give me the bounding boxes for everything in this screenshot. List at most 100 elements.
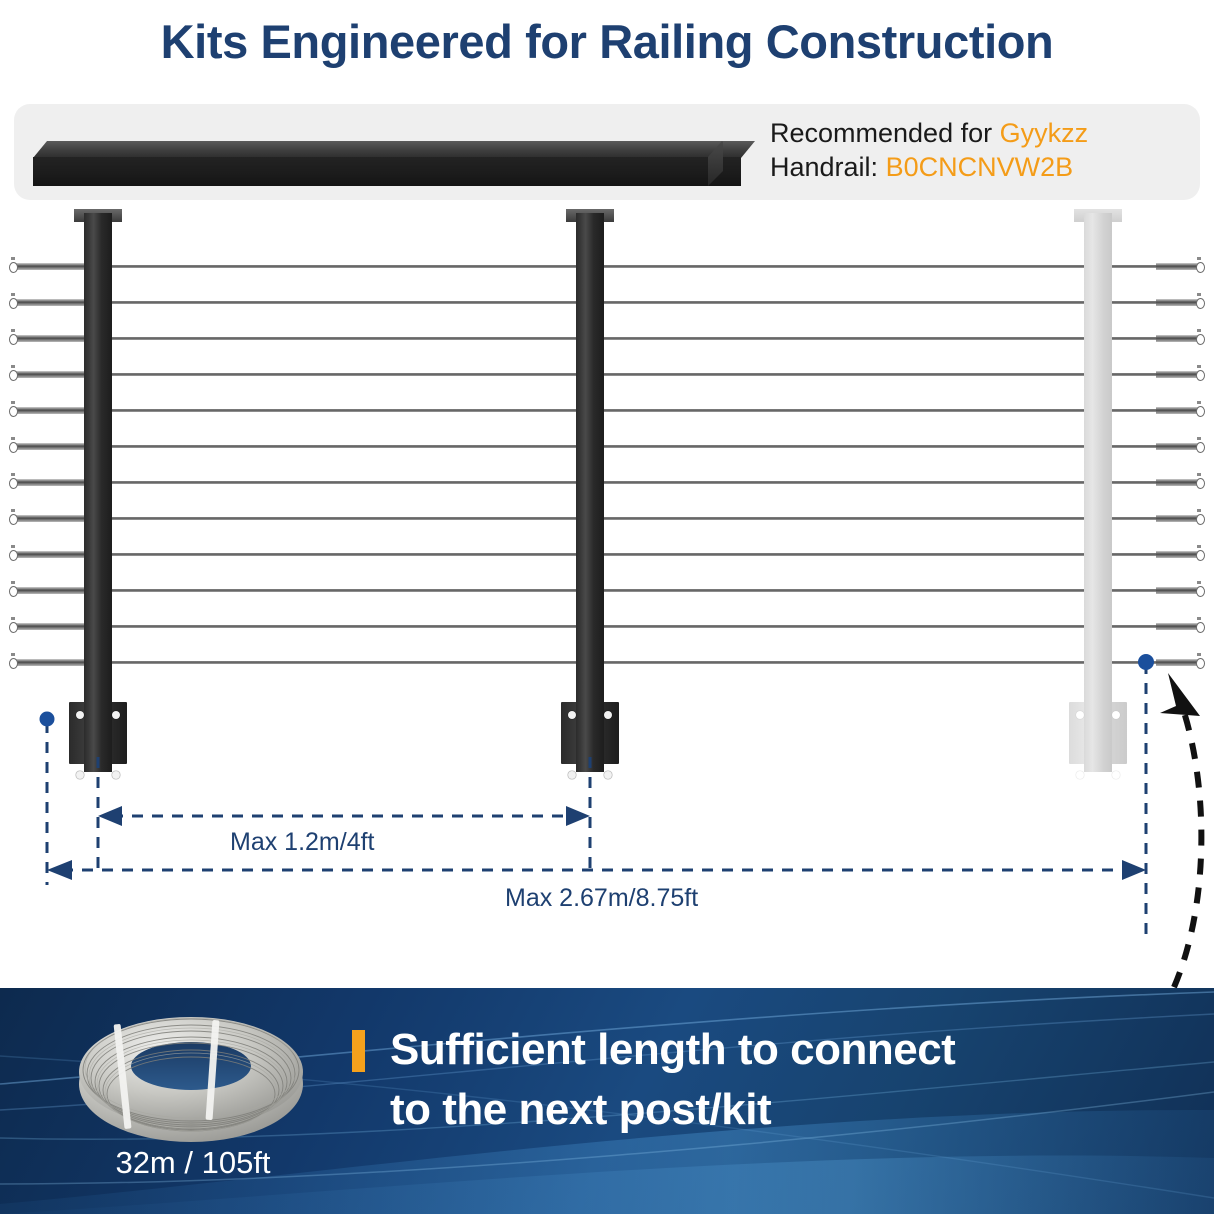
cable-terminal-eye-left <box>9 442 18 453</box>
base-plate-bolt <box>1112 771 1120 779</box>
cable-terminal-right <box>1156 407 1198 414</box>
base-plate-bolt <box>112 771 120 779</box>
cable-coil-image <box>79 1017 303 1142</box>
cable-terminal-right <box>1156 479 1198 486</box>
cable-terminal-stud-left <box>11 509 15 512</box>
banner-headline: Sufficient length to connect to the next… <box>390 1020 1150 1140</box>
cable-terminal-stud-right <box>1197 653 1201 656</box>
base-plate-bolt <box>76 711 84 719</box>
cable-line <box>10 445 1200 448</box>
cable-terminal-eye-left <box>9 406 18 417</box>
cable-line <box>10 409 1200 412</box>
cable-terminal-stud-left <box>11 437 15 440</box>
cable-terminal-eye-left <box>9 370 18 381</box>
cable-line <box>10 661 1200 664</box>
cable-terminal-eye-right <box>1196 550 1205 561</box>
cable-terminal-stud-left <box>11 401 15 404</box>
cable-terminal-stud-left <box>11 545 15 548</box>
cable-line <box>10 301 1200 304</box>
cable-terminal-stud-right <box>1197 473 1201 476</box>
base-plate-bolt <box>112 711 120 719</box>
cable-terminal-right <box>1156 263 1198 270</box>
cable-line <box>10 517 1200 520</box>
post-shaft <box>1084 213 1112 705</box>
cable-terminal-eye-left <box>9 622 18 633</box>
recommendation-text: Recommended for Gyykzz Handrail: B0CNCNV… <box>770 116 1180 184</box>
banner-headline-line-1: Sufficient length to connect <box>390 1025 956 1074</box>
cable-terminal-eye-left <box>9 298 18 309</box>
cable-terminal-eye-right <box>1196 658 1205 669</box>
cable-line <box>10 265 1200 268</box>
cable-terminal-left <box>14 515 98 522</box>
arrow-right-spacing <box>566 806 590 826</box>
cable-terminal-left <box>14 299 98 306</box>
post-base-stub <box>1084 702 1112 772</box>
cable-terminal-eye-right <box>1196 298 1205 309</box>
cable-terminal-right <box>1156 515 1198 522</box>
cable-line <box>10 589 1200 592</box>
cable-terminal-eye-right <box>1196 478 1205 489</box>
cable-terminal-left <box>14 263 98 270</box>
cable-terminal-stud-right <box>1197 509 1201 512</box>
cable-terminal-eye-right <box>1196 262 1205 273</box>
recommendation-prefix: Recommended for <box>770 118 1000 148</box>
post-base-stub <box>576 702 604 772</box>
dimension-origin-dot <box>39 711 55 727</box>
cable-terminal-right <box>1156 659 1198 666</box>
cable-terminal-eye-right <box>1196 622 1205 633</box>
cable-terminal-right <box>1156 371 1198 378</box>
callout-curve <box>1158 698 1205 1015</box>
cable-terminal-stud-left <box>11 365 15 368</box>
cable-terminal-stud-left <box>11 653 15 656</box>
cable-terminal-eye-left <box>9 550 18 561</box>
cable-terminal-eye-right <box>1196 370 1205 381</box>
cable-terminal-right <box>1156 551 1198 558</box>
product-code: B0CNCNVW2B <box>885 152 1074 182</box>
post-shaft <box>576 213 604 705</box>
cable-terminal-right <box>1156 587 1198 594</box>
banner-swoosh-2 <box>0 1155 1214 1214</box>
base-plate-bolt <box>1076 711 1084 719</box>
cable-terminal-stud-left <box>11 293 15 296</box>
cable-terminal-right <box>1156 299 1198 306</box>
recommendation-line-1: Recommended for Gyykzz <box>770 116 1180 150</box>
cable-terminal-stud-left <box>11 473 15 476</box>
cable-terminal-eye-right <box>1196 442 1205 453</box>
cable-terminal-eye-left <box>9 262 18 273</box>
cable-terminal-eye-right <box>1196 334 1205 345</box>
cable-terminal-eye-right <box>1196 586 1205 597</box>
cable-terminal-right <box>1156 623 1198 630</box>
base-plate-bolt <box>604 771 612 779</box>
handrail-front-face <box>33 157 741 186</box>
cable-terminal-left <box>14 659 98 666</box>
cable-terminal-eye-left <box>9 478 18 489</box>
banner-accent-bar <box>352 1030 365 1072</box>
post-shaft <box>84 213 112 705</box>
page-title: Kits Engineered for Railing Construction <box>160 15 1054 68</box>
coil-length-label: 32m / 105ft <box>115 1145 271 1180</box>
cable-terminal-eye-left <box>9 514 18 525</box>
banner-headline-line-2: to the next post/kit <box>390 1085 772 1134</box>
cable-terminal-stud-right <box>1197 437 1201 440</box>
cable-terminal-stud-right <box>1197 293 1201 296</box>
arrow-right-total <box>1122 860 1146 880</box>
cable-terminal-stud-left <box>11 257 15 260</box>
base-plate-bolt <box>1076 771 1084 779</box>
label-post-spacing: Max 1.2m/4ft <box>230 828 375 856</box>
cable-line <box>10 481 1200 484</box>
cable-terminal-eye-right <box>1196 406 1205 417</box>
banner-line-4 <box>0 1091 1214 1185</box>
cable-terminal-stud-right <box>1197 581 1201 584</box>
arrow-left-total <box>47 860 72 880</box>
cable-terminal-left <box>14 335 98 342</box>
cable-terminal-left <box>14 443 98 450</box>
cable-terminal-stud-right <box>1197 617 1201 620</box>
handrail-top-face <box>33 141 755 158</box>
cable-terminal-stud-right <box>1197 401 1201 404</box>
cable-terminal-left <box>14 623 98 630</box>
base-plate-bolt <box>604 711 612 719</box>
base-plate-bolt <box>1112 711 1120 719</box>
brand-name: Gyykzz <box>999 118 1089 148</box>
arrow-left-spacing <box>98 806 122 826</box>
cable-line <box>10 625 1200 628</box>
